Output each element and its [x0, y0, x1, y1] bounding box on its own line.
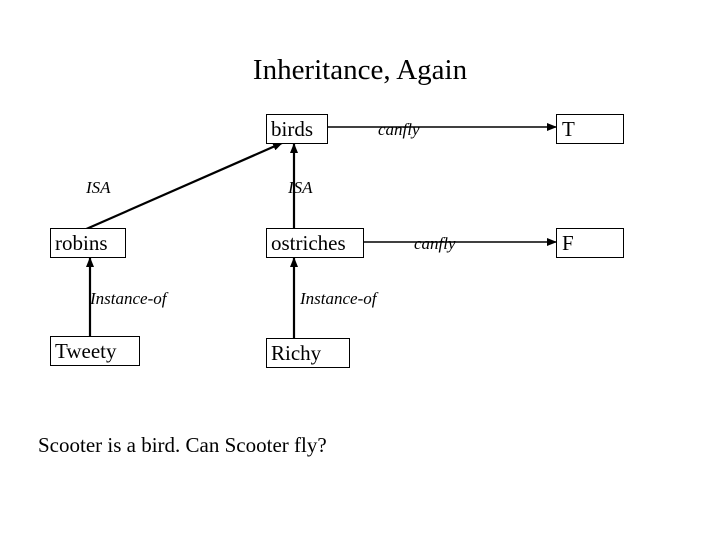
- node-true-value: T: [556, 114, 624, 144]
- node-ostriches: ostriches: [266, 228, 364, 258]
- node-false-value: F: [556, 228, 624, 258]
- label-ostriches-canfly: canfly: [414, 234, 456, 253]
- label-tweety-instance-of: Instance-of: [90, 289, 167, 308]
- label-robins-isa: ISA: [86, 178, 111, 197]
- node-richy: Richy: [266, 338, 350, 368]
- question-text: Scooter is a bird. Can Scooter fly?: [38, 433, 327, 457]
- slide-title: Inheritance, Again: [252, 54, 468, 86]
- node-tweety: Tweety: [50, 336, 140, 366]
- label-richy-instance-of: Instance-of: [300, 289, 377, 308]
- label-birds-canfly: canfly: [378, 120, 420, 139]
- node-birds: birds: [266, 114, 328, 144]
- node-robins: robins: [50, 228, 126, 258]
- label-ostriches-isa: ISA: [288, 178, 313, 197]
- edge-robins-isa-birds: [83, 141, 283, 232]
